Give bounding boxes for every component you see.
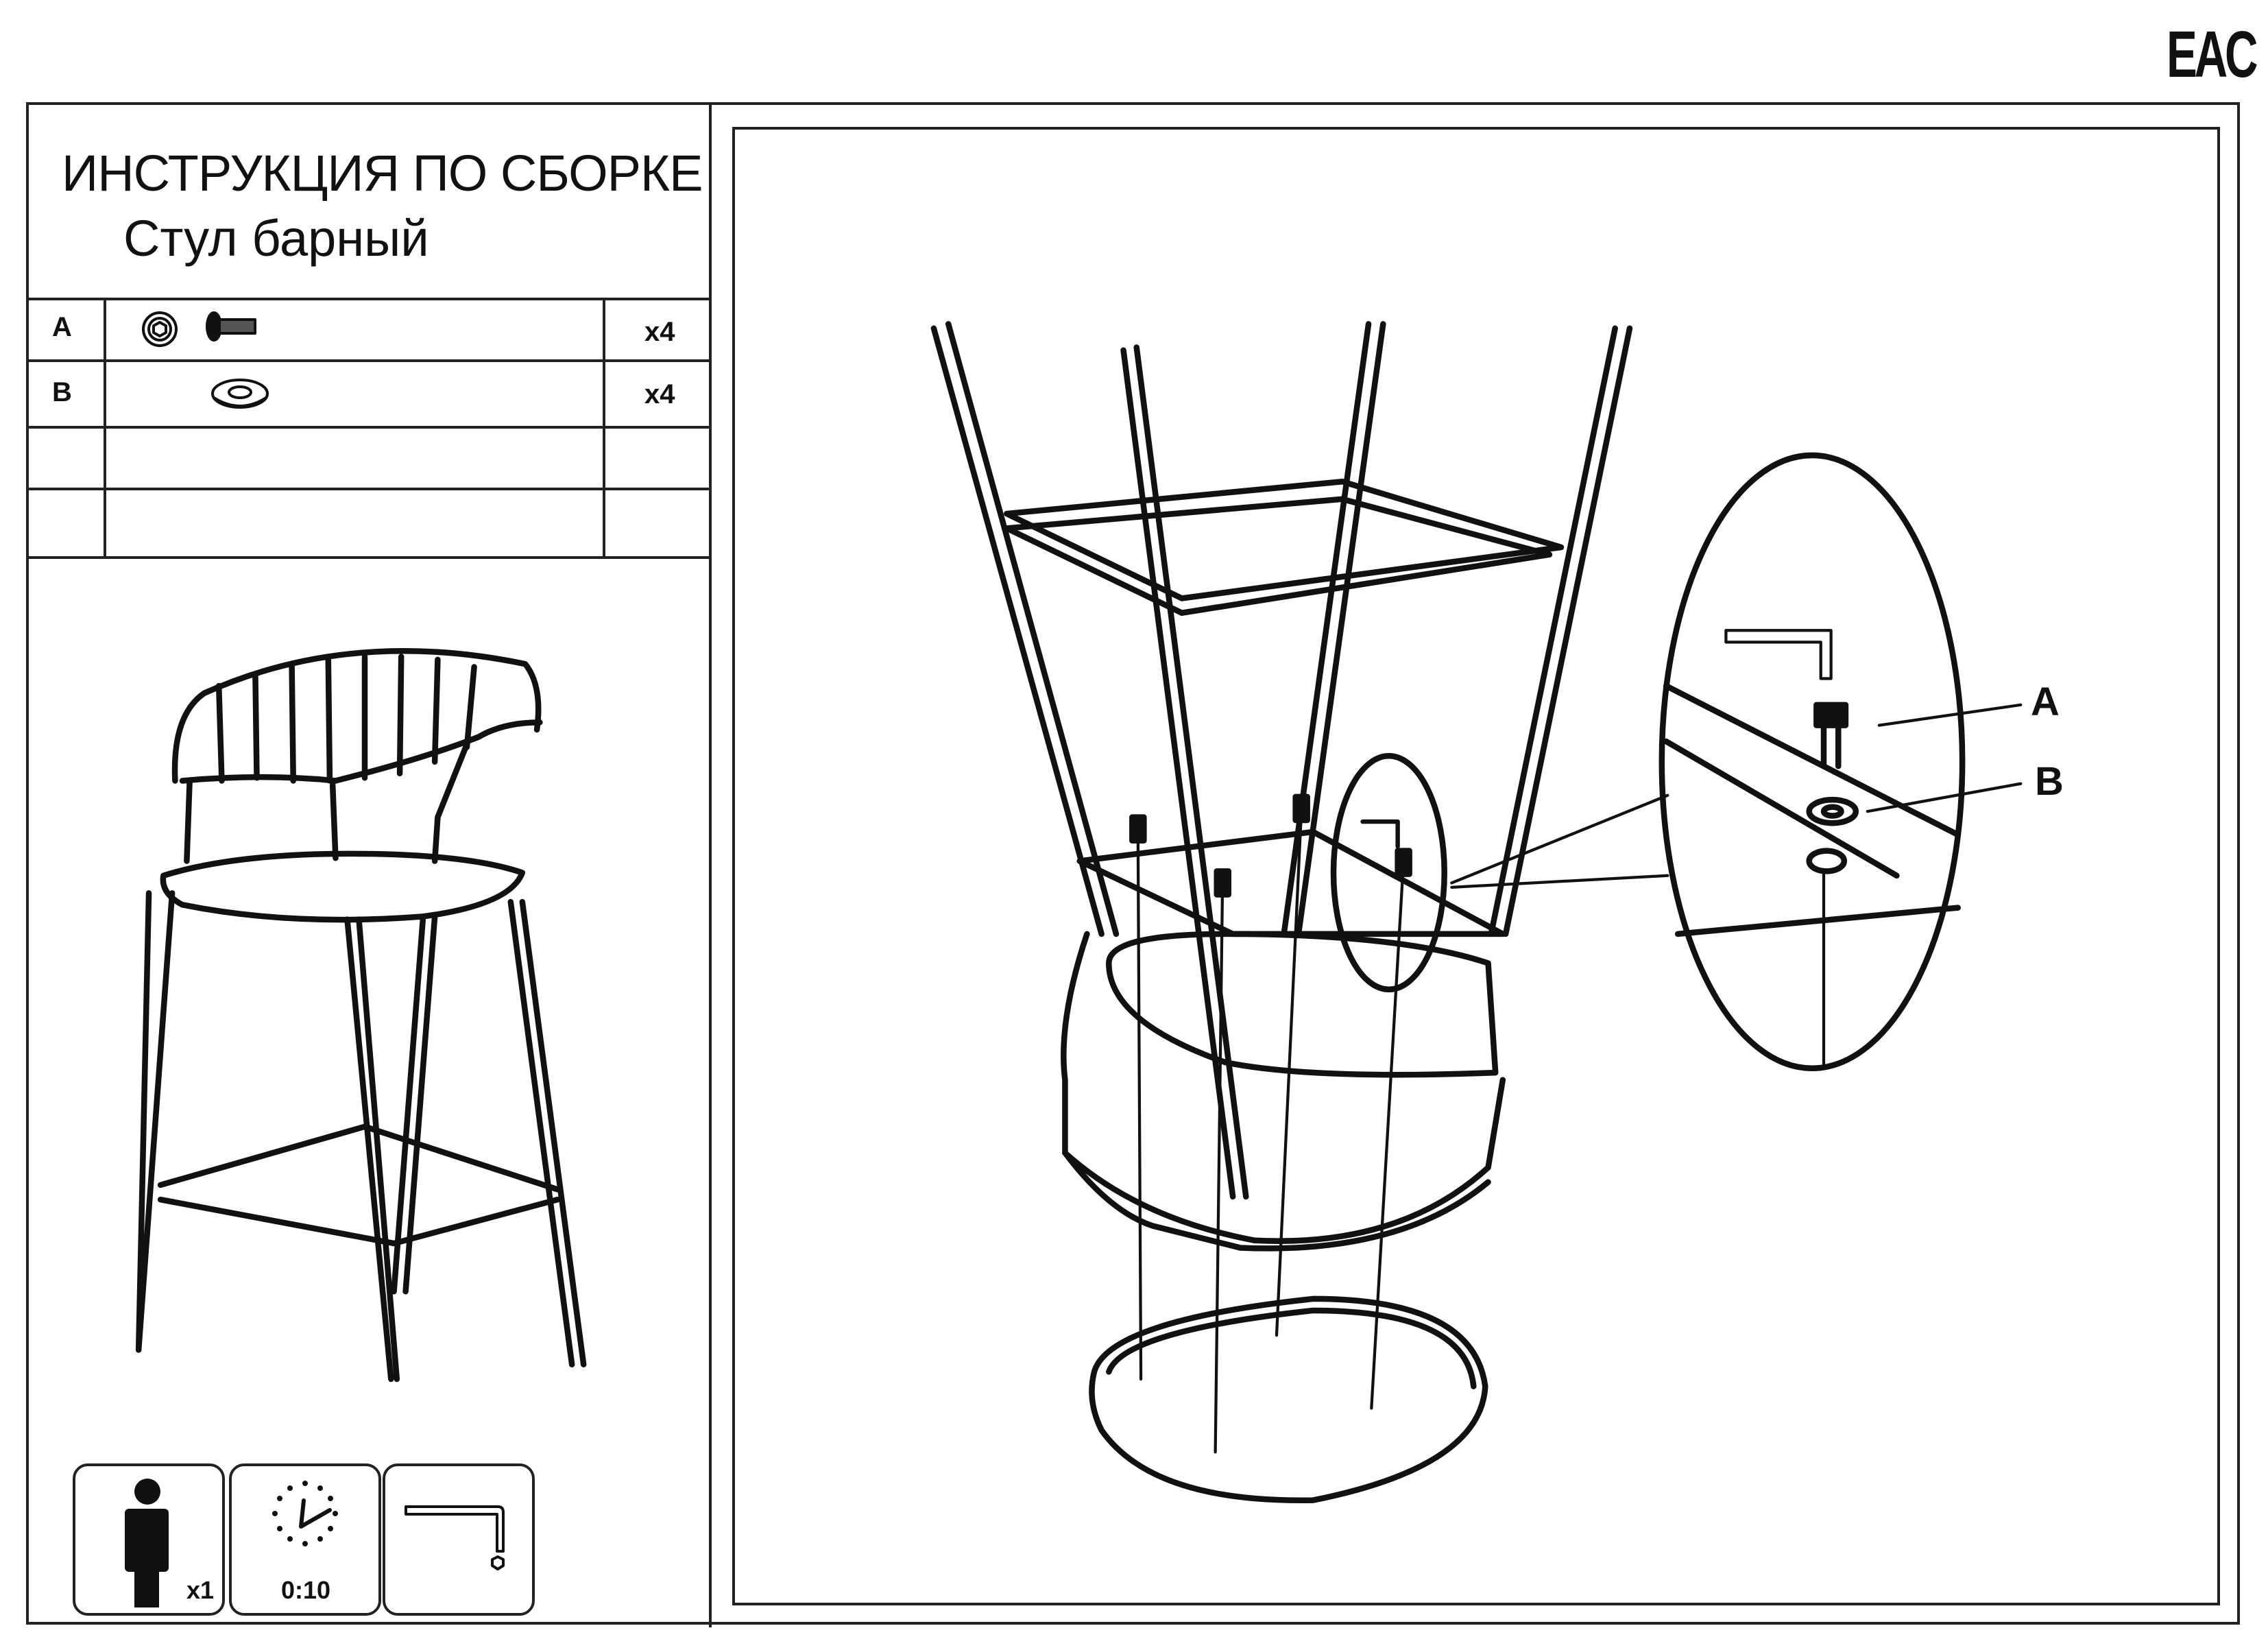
clock-icon [272,1481,338,1546]
people-count: x1 [186,1576,214,1604]
page-title: ИНСТРУКЦИЯ ПО СБОРКЕ [62,145,703,202]
tool-required-box [383,1463,535,1616]
assembly-time: 0:10 [281,1576,331,1604]
table-top-line [26,298,709,300]
assembly-time-box: 0:10 [229,1463,381,1616]
page-frame [26,102,2240,1625]
people-required-box: x1 [73,1463,225,1616]
bolt-with-washer-icon [142,311,256,347]
part-label-b: B [52,377,72,407]
eac-logo: EAC [2167,18,2258,91]
callout-label-a: A [2031,680,2060,724]
callout-label-b: B [2035,759,2064,804]
table-row-line [26,426,709,429]
table-col-line [104,298,106,559]
assembly-diagram-frame [732,127,2220,1605]
hex-key-icon [405,1505,505,1570]
assembled-chair-illustration [135,647,587,1383]
person-icon [125,1479,169,1607]
table-bottom-line [26,556,709,559]
product-name: Стул барный [123,210,429,267]
table-row-line [26,359,709,362]
washer-icon [211,379,269,409]
column-divider [709,102,712,1627]
part-qty-b: x4 [644,379,675,409]
exploded-chair-diagram [930,321,2023,1503]
table-row-line [26,488,709,490]
part-qty-a: x4 [644,317,675,347]
part-label-a: A [52,312,72,342]
table-col-line [603,298,605,559]
